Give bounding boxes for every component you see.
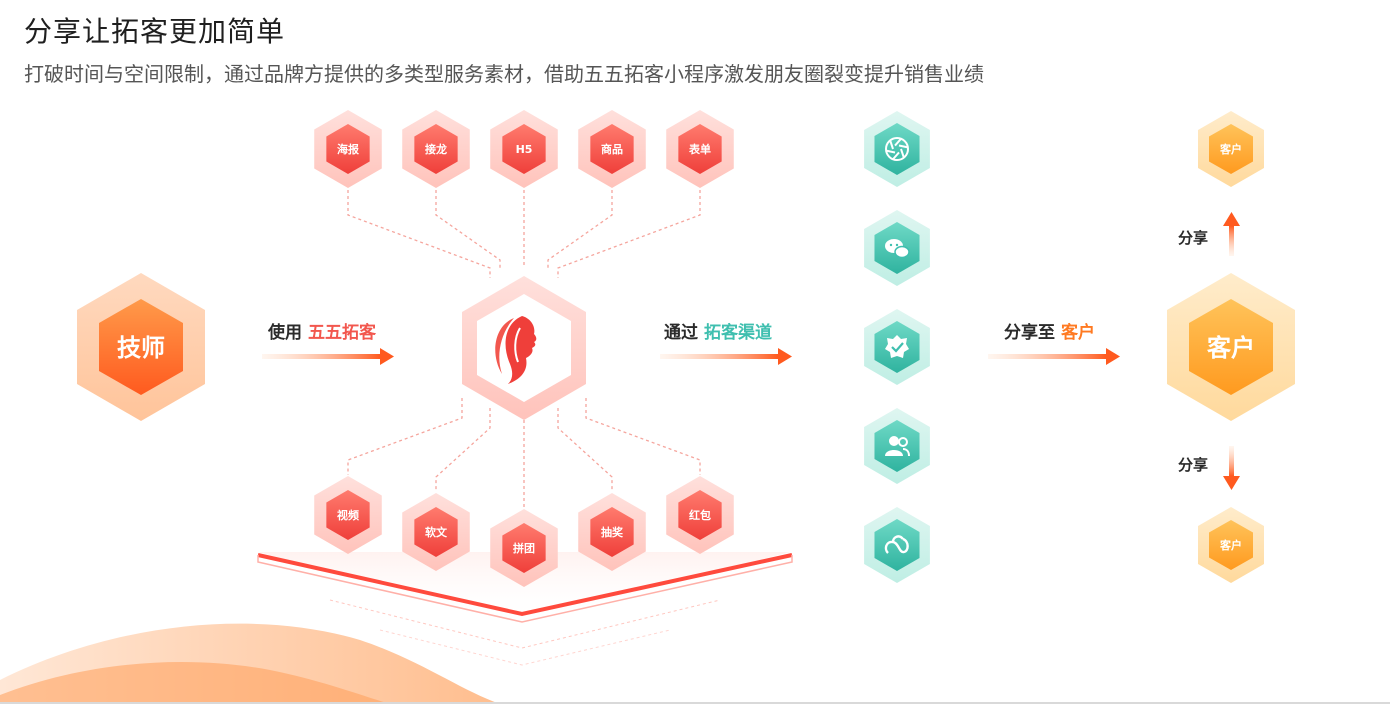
step-channel-label: 通过拓客渠道: [664, 322, 772, 343]
connector-bottom-3: [557, 408, 613, 492]
arrow-use: [262, 348, 394, 365]
bottom-material-2: 拼团: [490, 509, 558, 587]
customer-bottom-label: 客户: [1219, 538, 1242, 552]
top-material-2: H5: [490, 110, 558, 188]
connector-top-4: [557, 190, 701, 278]
top-material-0-label: 海报: [337, 142, 360, 156]
verified-badge-icon: [885, 335, 909, 358]
page-title: 分享让拓客更加简单: [24, 15, 286, 48]
top-material-1: 接龙: [402, 110, 470, 188]
bottom-material-2-label: 拼团: [513, 541, 535, 555]
bottom-material-0-label: 视频: [337, 508, 359, 522]
top-material-2-label: H5: [516, 143, 533, 156]
share-down-label: 分享: [1178, 456, 1208, 474]
top-material-4: 表单: [666, 110, 734, 188]
arrow-share-to-customer: [988, 348, 1120, 365]
step-use-label: 使用五五拓客: [267, 322, 377, 343]
contacts-icon: [885, 436, 910, 457]
bottom-material-0: 视频: [314, 476, 382, 554]
technician-hexagon: 技师: [77, 273, 205, 421]
channel-column: [864, 111, 930, 583]
decorative-wave-front: [0, 662, 390, 704]
connector-lines: [347, 190, 701, 508]
bottom-material-3-label: 抽奖: [601, 525, 624, 539]
customer-top-label: 客户: [1219, 142, 1242, 156]
customer-bottom-hexagon: 客户: [1198, 507, 1264, 583]
top-material-4-label: 表单: [688, 142, 711, 156]
aperture-icon: [885, 137, 909, 161]
customer-top-hexagon: 客户: [1198, 111, 1264, 187]
connector-bottom-4: [585, 398, 701, 475]
channel-1: [864, 210, 930, 286]
bottom-material-1-label: 软文: [425, 525, 448, 539]
arrow-share-up: [1223, 212, 1240, 256]
technician-label: 技师: [117, 334, 165, 362]
connector-bottom-1: [435, 408, 491, 492]
arrow-via-channel: [660, 348, 792, 365]
bottom-material-1: 软文: [402, 493, 470, 571]
connector-top-1: [435, 190, 501, 270]
woman-profile-logo-icon: [495, 316, 537, 384]
top-material-1-label: 接龙: [425, 142, 447, 156]
channel-4: [864, 507, 930, 583]
mini-program-icon: [884, 535, 909, 554]
connector-bottom-0: [347, 398, 463, 475]
channel-0: [864, 111, 930, 187]
bottom-divider: [0, 702, 1390, 704]
connector-top-0: [347, 190, 491, 278]
top-material-3: 商品: [578, 110, 646, 188]
page-subtitle: 打破时间与空间限制，通过品牌方提供的多类型服务素材，借助五五拓客小程序激发朋友圈…: [24, 62, 984, 86]
customer-main-hexagon: 客户: [1167, 273, 1295, 421]
customer-main-label: 客户: [1207, 334, 1255, 362]
top-material-3-label: 商品: [601, 142, 623, 156]
arrow-share-down: [1223, 446, 1240, 490]
top-material-0: 海报: [314, 110, 382, 188]
top-materials: 海报 接龙 H5 商品 表单: [314, 110, 734, 188]
bottom-material-4-label: 红包: [689, 508, 711, 522]
center-hub: [462, 276, 586, 420]
channel-3: [864, 408, 930, 484]
step-share-label: 分享至客户: [1004, 322, 1095, 343]
wechat-icon: [885, 239, 910, 259]
bottom-material-4: 红包: [666, 476, 734, 554]
share-up-label: 分享: [1178, 229, 1208, 247]
connector-top-3: [547, 190, 613, 270]
channel-2: [864, 309, 930, 385]
bottom-material-3: 抽奖: [578, 493, 646, 571]
